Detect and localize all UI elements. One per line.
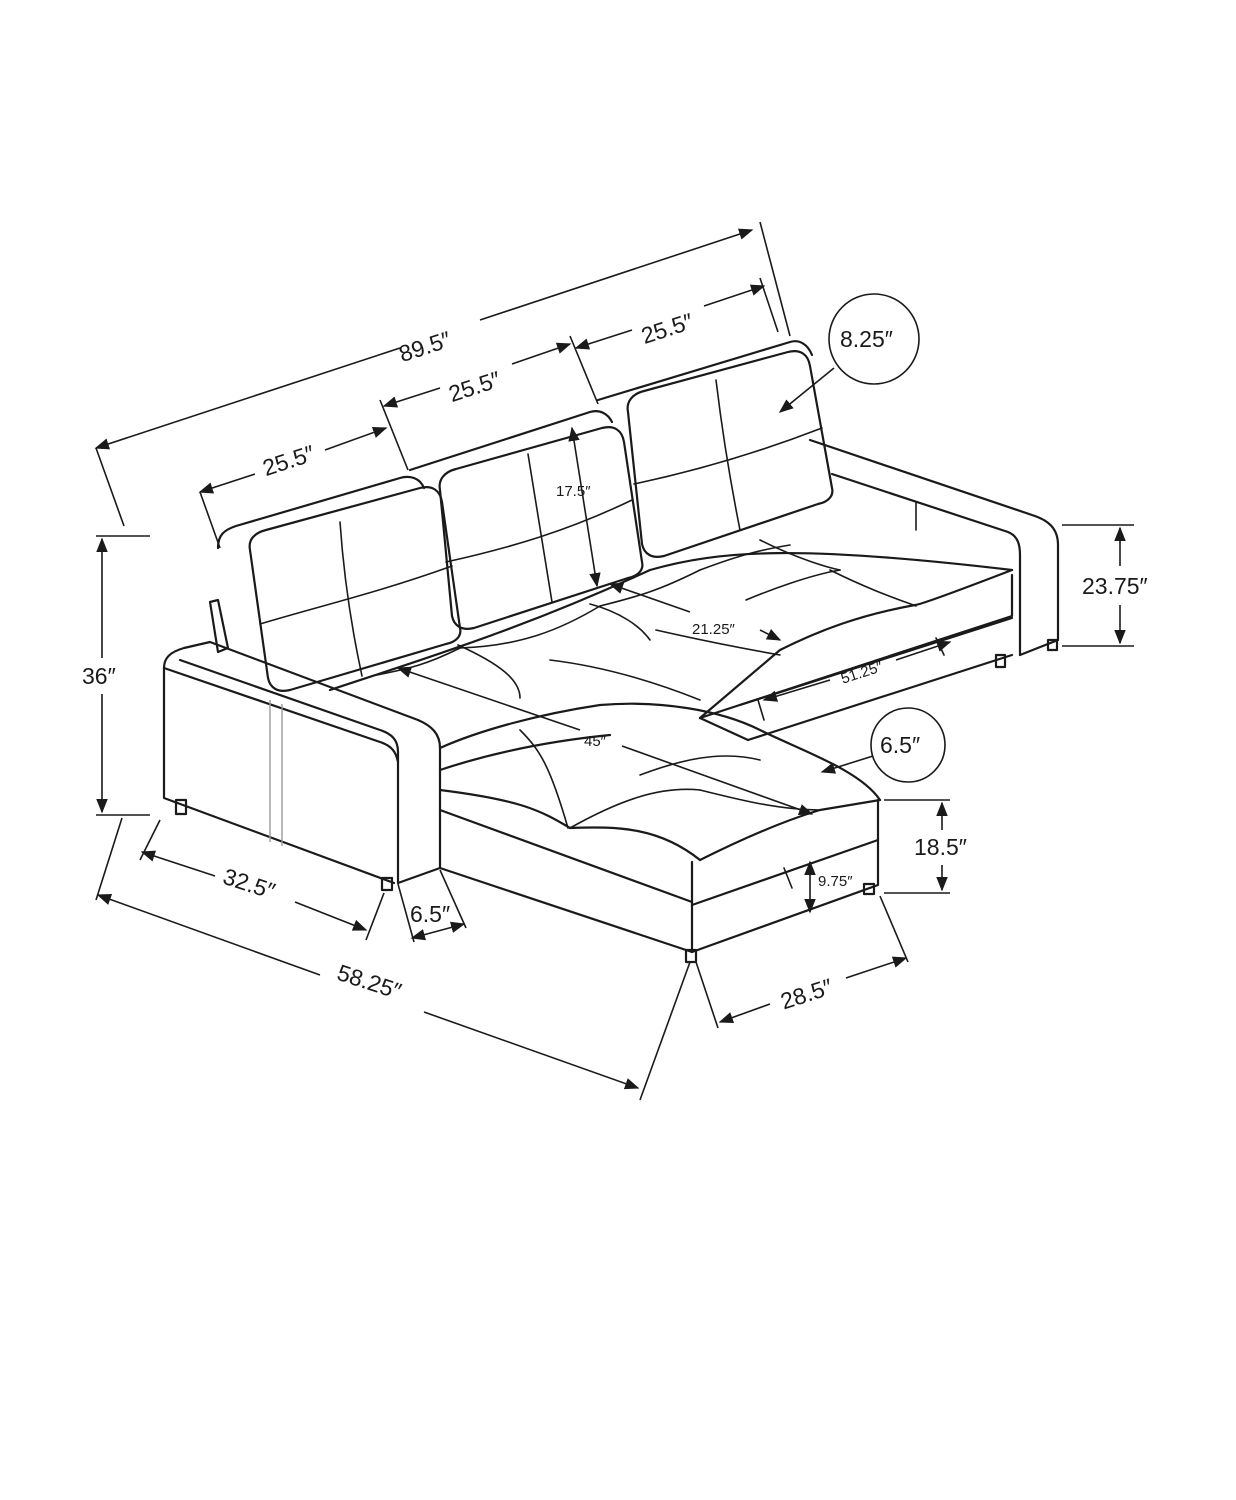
label-seat-height: 18.5″	[914, 834, 967, 860]
label-overall-depth: 58.25″	[334, 959, 405, 1004]
label-chaise-cushion-thickness: 6.5″	[880, 732, 920, 758]
label-seat-width-middle: 25.5″	[445, 366, 503, 407]
label-seat-width-left: 25.5″	[259, 440, 317, 481]
label-overall-height: 36″	[82, 663, 116, 689]
sofa-illustration	[162, 340, 1060, 964]
label-arm-width: 6.5″	[410, 901, 450, 927]
label-storage-length: 51.25″	[839, 658, 886, 688]
label-chaise-width: 28.5″	[777, 973, 835, 1014]
label-seat-depth: 21.25″	[692, 621, 736, 638]
dimension-labels: 89.5″ 25.5″ 25.5″ 25.5″ 8.25″ 17.5″ 21.2…	[82, 308, 1148, 1015]
label-seat-width-right: 25.5″	[638, 308, 696, 349]
label-arm-height: 23.75″	[1082, 573, 1148, 599]
label-arm-depth: 32.5″	[220, 863, 278, 904]
label-back-cushion-height: 17.5″	[556, 483, 591, 500]
label-storage-depth: 9.75″	[818, 873, 853, 890]
label-chaise-seat-length: 45″	[584, 733, 607, 750]
label-overall-width: 89.5″	[396, 326, 454, 367]
dimension-lines	[94, 221, 1134, 1101]
label-back-cushion-thickness: 8.25″	[840, 326, 893, 352]
